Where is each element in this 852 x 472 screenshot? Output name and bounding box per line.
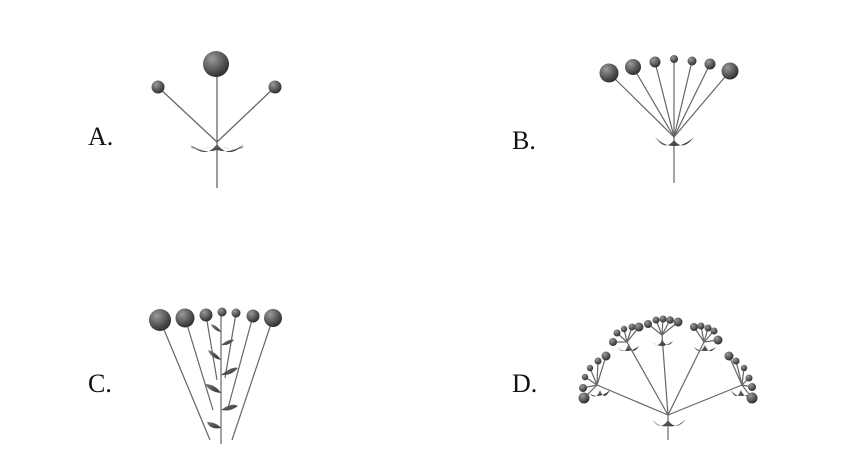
inflorescence-b xyxy=(608,59,731,183)
involucel-bracts xyxy=(652,339,673,346)
flower-bud xyxy=(673,317,683,327)
flower-bud xyxy=(199,308,213,322)
pedicel xyxy=(673,63,711,138)
pedicel xyxy=(608,72,675,138)
primary-ray xyxy=(667,341,705,416)
flower-bud xyxy=(721,62,739,80)
flower-bud xyxy=(264,309,282,327)
flower-bud xyxy=(151,80,165,94)
flower-bud xyxy=(246,309,260,323)
flower-bud xyxy=(687,56,697,66)
umbellet-ray xyxy=(596,355,607,386)
flower-bud xyxy=(697,322,705,330)
flower-bud xyxy=(710,327,718,335)
flower-bud xyxy=(217,307,227,317)
involucel-bracts xyxy=(617,345,639,352)
bract xyxy=(190,142,217,150)
flower-bud xyxy=(149,309,171,331)
flower-bud xyxy=(203,51,229,77)
flower-bud xyxy=(746,392,758,404)
pedicel xyxy=(159,319,211,441)
pedicel xyxy=(205,314,218,381)
flower-bud xyxy=(599,63,619,83)
flower-bud xyxy=(594,357,602,365)
pedicel xyxy=(673,60,693,138)
involucel-bracts xyxy=(694,345,716,352)
flower-bud xyxy=(740,364,748,372)
primary-ray xyxy=(661,334,669,416)
umbellet-ray xyxy=(728,355,743,386)
flower-bud xyxy=(644,320,652,328)
flower-bud xyxy=(268,80,282,94)
primary-ray xyxy=(667,384,743,416)
pedicel xyxy=(157,86,218,143)
inflorescence-c xyxy=(159,312,274,444)
pedicel xyxy=(184,317,214,411)
pedicel xyxy=(632,66,675,138)
flower-bud xyxy=(579,384,587,392)
flower-bud xyxy=(625,59,641,75)
flower-bud xyxy=(613,329,621,337)
primary-ray xyxy=(596,384,669,416)
label-d: D. xyxy=(512,369,537,398)
flower-bud xyxy=(609,338,617,346)
flower-bud xyxy=(690,323,698,331)
involucel-bracts xyxy=(588,390,610,397)
flower-bud xyxy=(732,357,740,365)
pedicel xyxy=(231,317,274,441)
flower-bud xyxy=(659,315,667,323)
bract xyxy=(211,324,221,332)
flower-bud xyxy=(586,364,594,372)
flower-bud xyxy=(620,325,628,333)
bract xyxy=(217,142,244,150)
flower-bud xyxy=(748,383,756,391)
flower-bud xyxy=(704,324,712,332)
pedicel xyxy=(654,61,675,138)
pedicel xyxy=(673,70,731,138)
flower-bud xyxy=(724,351,734,361)
flower-bud xyxy=(634,322,644,332)
flower-bud xyxy=(670,55,678,63)
involucre-bracts xyxy=(652,419,686,427)
flower-bud xyxy=(628,323,636,331)
flower-bud xyxy=(649,56,661,68)
flower-bud xyxy=(652,316,660,324)
bract xyxy=(205,384,221,393)
label-a: A. xyxy=(88,122,113,151)
bracts-a xyxy=(190,144,244,152)
flower-bud xyxy=(231,308,241,318)
flower-bud xyxy=(601,351,611,361)
flower-bud xyxy=(713,335,723,345)
bract xyxy=(207,422,221,429)
pedicel xyxy=(227,315,254,409)
inflorescence-a xyxy=(157,64,276,188)
flower-bud xyxy=(704,58,716,70)
pedicel xyxy=(216,86,276,143)
umbellet-ray xyxy=(735,360,743,386)
bracts-b xyxy=(655,137,694,146)
flower-bud xyxy=(745,374,753,382)
bract xyxy=(208,350,221,360)
flower-bud xyxy=(666,316,674,324)
bract xyxy=(221,404,238,411)
primary-ray xyxy=(626,341,669,416)
label-c: C. xyxy=(88,369,112,398)
bract xyxy=(221,339,234,346)
umbellet-ray xyxy=(596,360,599,386)
label-b: B. xyxy=(512,126,536,155)
bract xyxy=(221,367,238,376)
flower-bud xyxy=(578,392,590,404)
flower-bud xyxy=(581,373,589,381)
pedicel xyxy=(224,312,237,379)
flower-bud xyxy=(175,308,195,328)
